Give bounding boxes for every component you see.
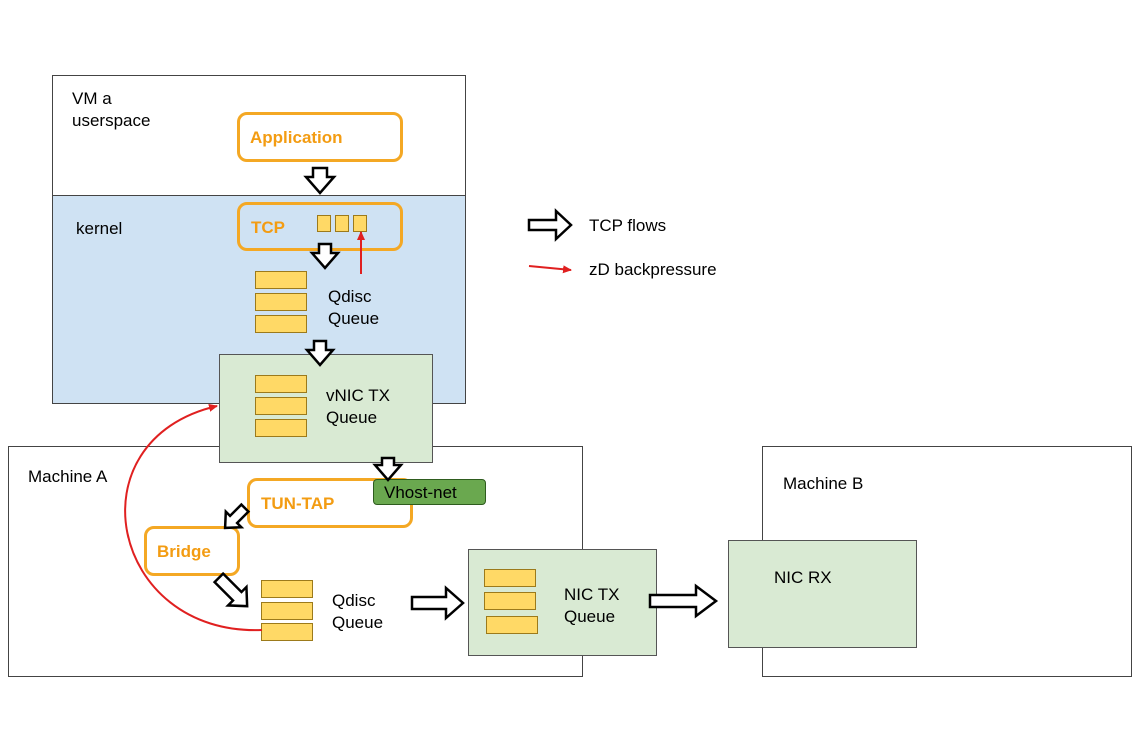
tcp-buffer-slot — [317, 215, 331, 232]
nic-rx-label: NIC RX — [774, 568, 832, 587]
host-qdisc-label: Qdisc Queue — [332, 591, 384, 632]
legend-backpressure-label: zD backpressure — [589, 260, 717, 279]
application-label: Application — [250, 128, 343, 147]
application-box — [237, 112, 403, 162]
flow-arrow-tuntap-to-bridge — [223, 502, 251, 530]
backpressure-arrow-host-to-vnic — [124, 403, 263, 632]
flow-arrow-tcp-to-qdisc — [309, 242, 341, 270]
host-qdisc-slot — [261, 580, 313, 598]
host-qdisc-slot — [261, 602, 313, 620]
legend-tcp-flow-arrow — [527, 208, 573, 242]
vm-title: VM a userspace — [72, 89, 151, 130]
nic-tx-label: NIC TX Queue — [564, 585, 620, 626]
flow-arrow-vnic-to-vhost — [372, 456, 404, 482]
vnic-queue-slot — [255, 375, 307, 393]
vnic-queue-slot — [255, 397, 307, 415]
vhost-net-label: Vhost-net — [384, 483, 457, 502]
nic-tx-slot — [486, 616, 538, 634]
vm-qdisc-slot — [255, 315, 307, 333]
legend-tcp-flows-label: TCP flows — [589, 216, 667, 235]
nic-tx-slot — [484, 592, 536, 610]
nic-rx-box — [728, 540, 917, 648]
vm-userspace-box — [52, 75, 466, 196]
machine-b-title: Machine B — [783, 474, 864, 493]
flow-arrow-qdisc-to-nictx — [410, 585, 465, 621]
vm-qdisc-label: Qdisc Queue — [328, 287, 380, 328]
vm-qdisc-slot — [255, 293, 307, 311]
flow-arrow-nictx-to-nicrx — [648, 583, 719, 619]
flow-arrow-qdisc-to-vnic — [304, 339, 336, 367]
vnic-queue-slot — [255, 419, 307, 437]
bridge-label: Bridge — [157, 542, 211, 561]
flow-arrow-bridge-to-qdisc — [212, 571, 249, 608]
tuntap-label: TUN-TAP — [261, 494, 335, 513]
tcp-label: TCP — [251, 218, 285, 237]
legend-backpressure-arrow — [528, 265, 572, 274]
tcp-buffer-slot — [335, 215, 349, 232]
nic-tx-slot — [484, 569, 536, 587]
bridge-box — [144, 526, 240, 576]
vm-qdisc-slot — [255, 271, 307, 289]
vnic-label: vNIC TX Queue — [326, 386, 390, 427]
vnic-tx-box — [219, 354, 433, 463]
host-qdisc-slot — [261, 623, 313, 641]
vhost-net-box — [373, 479, 486, 505]
kernel-label: kernel — [76, 219, 123, 238]
flow-arrow-app-to-tcp — [303, 166, 337, 195]
machine-a-title: Machine A — [28, 467, 108, 486]
